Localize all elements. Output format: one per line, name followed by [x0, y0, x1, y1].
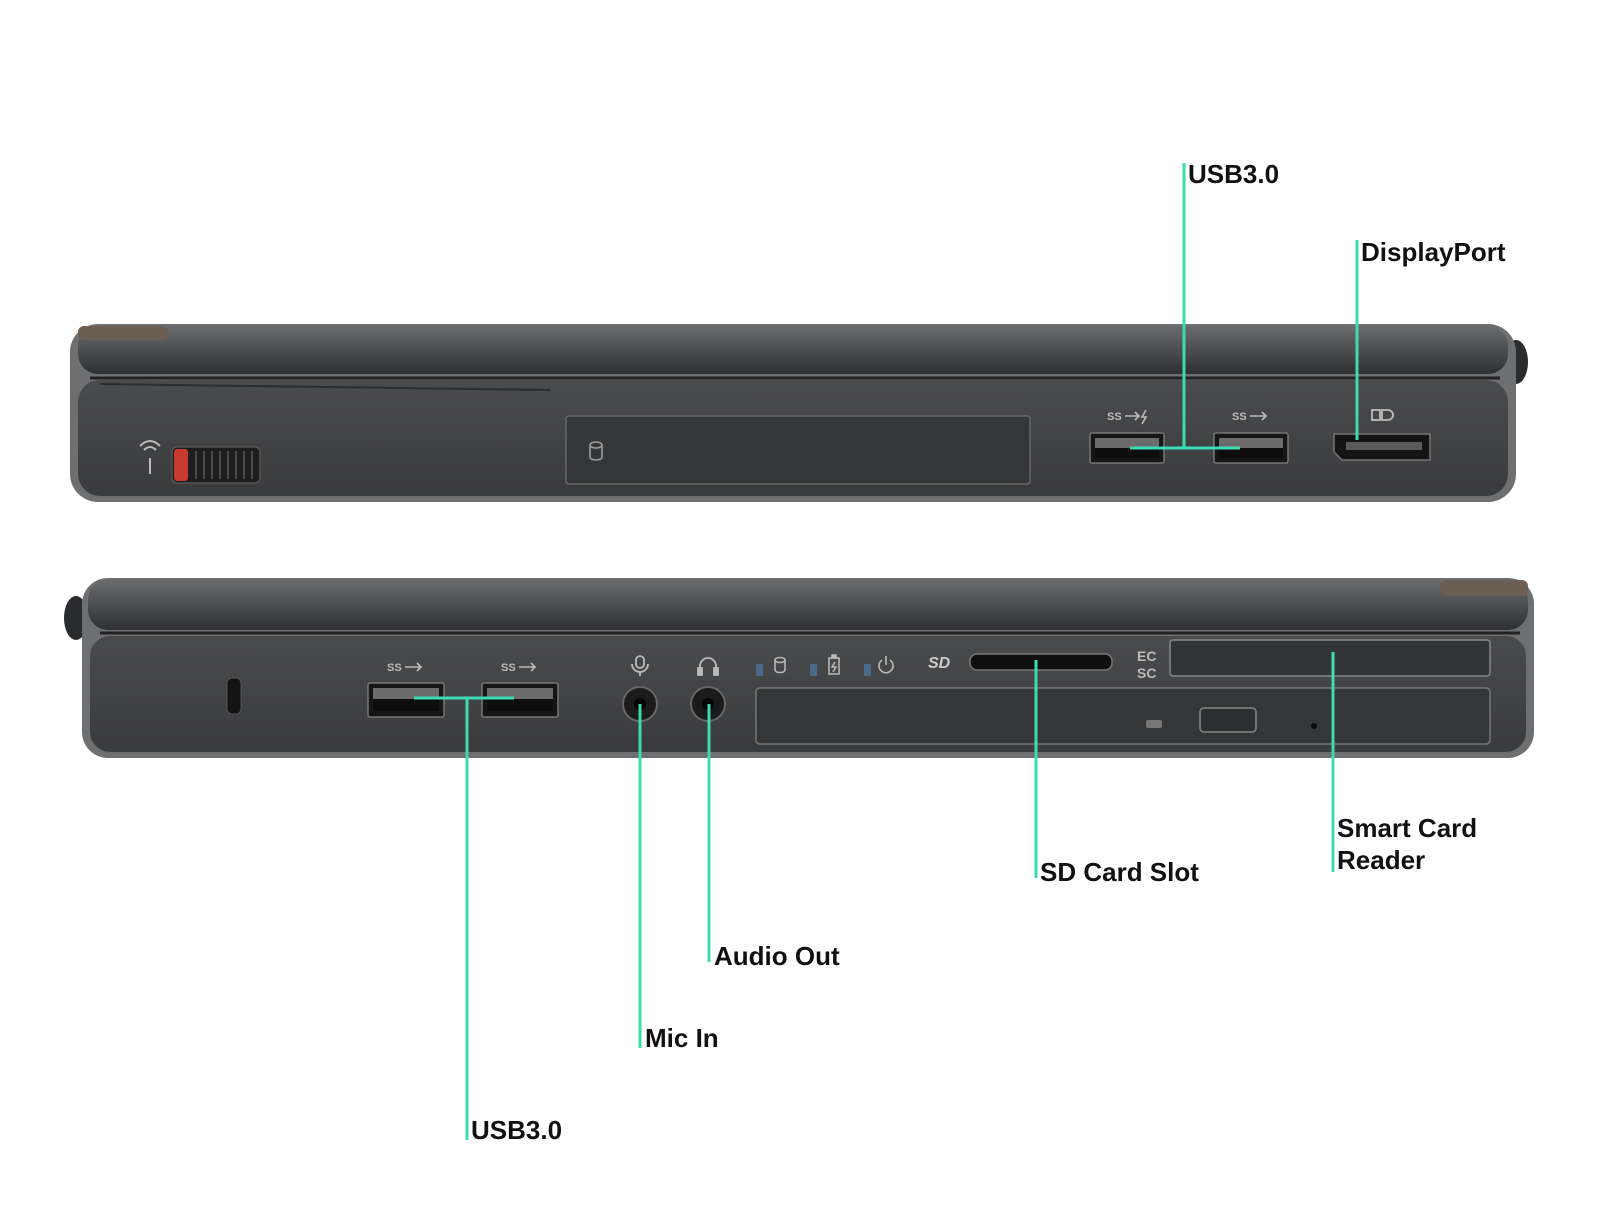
hard-drive-bay[interactable]	[565, 415, 1031, 485]
eject-button[interactable]	[1199, 707, 1257, 733]
left-lid-bezel	[1440, 580, 1528, 596]
label-sd-card-slot: SD Card Slot	[1040, 857, 1199, 887]
label-smart-card-reader: Smart Card Reader	[1337, 812, 1477, 876]
displayport-port[interactable]	[1333, 409, 1431, 461]
right-side-view: SS SS	[70, 324, 1528, 502]
right-lid-bezel	[78, 326, 168, 340]
callout-lines	[414, 163, 1359, 1140]
label-smart-card-line2: Reader	[1337, 845, 1426, 875]
optical-drive[interactable]	[755, 687, 1491, 745]
ec-mark: EC	[1137, 648, 1156, 664]
label-bottom-usb: USB3.0	[471, 1115, 563, 1145]
battery-icon	[828, 654, 840, 675]
usb-superspeed-icon: SS	[1232, 411, 1268, 423]
wireless-switch[interactable]	[139, 440, 261, 484]
wireless-antenna-icon	[139, 440, 161, 474]
usb3-port-left-2[interactable]: SS	[481, 662, 559, 718]
usb-ss-mark: SS	[1232, 411, 1247, 423]
microphone-icon	[631, 655, 649, 676]
usb-ss-mark: SS	[1107, 411, 1122, 423]
label-audio-out: Audio Out	[714, 941, 840, 971]
usb-superspeed-icon: SS	[387, 662, 423, 674]
security-lock-slot-icon[interactable]	[226, 677, 242, 715]
callout-line-top-usb	[1130, 163, 1240, 450]
usb3-port-left-1[interactable]: SS	[367, 662, 445, 718]
callout-line-bottom-usb	[414, 696, 514, 1140]
left-side-view: SS SS	[64, 578, 1534, 758]
headphones-icon	[697, 657, 719, 676]
hard-drive-icon	[589, 441, 603, 461]
sd-card-slot[interactable]: SD	[928, 653, 1113, 672]
sd-logo-icon: SD	[928, 655, 951, 672]
expresscard-smartcard-mark: EC SC	[1137, 648, 1156, 681]
hard-drive-icon	[774, 656, 786, 674]
usb3-port-powershare[interactable]: SS	[1089, 409, 1165, 464]
emergency-eject-hole	[1311, 723, 1317, 729]
power-icon	[878, 656, 894, 674]
label-smart-card-line1: Smart Card	[1337, 813, 1478, 843]
usb-superspeed-icon: SS	[501, 662, 537, 674]
left-lid	[88, 580, 1528, 630]
usb-ss-mark: SS	[501, 662, 516, 674]
smart-card-reader-slot[interactable]	[1169, 639, 1491, 677]
sc-mark: SC	[1137, 665, 1156, 681]
usb-ss-mark: SS	[387, 662, 402, 674]
label-top-usb: USB3.0	[1188, 159, 1280, 189]
usb-superspeed-powershare-icon: SS	[1107, 409, 1148, 425]
label-displayport: DisplayPort	[1361, 237, 1506, 267]
status-indicators	[756, 654, 894, 676]
label-mic-in: Mic In	[645, 1023, 719, 1053]
displayport-icon	[1371, 409, 1394, 421]
optical-drive-led	[1146, 720, 1162, 728]
right-lid	[78, 326, 1508, 374]
